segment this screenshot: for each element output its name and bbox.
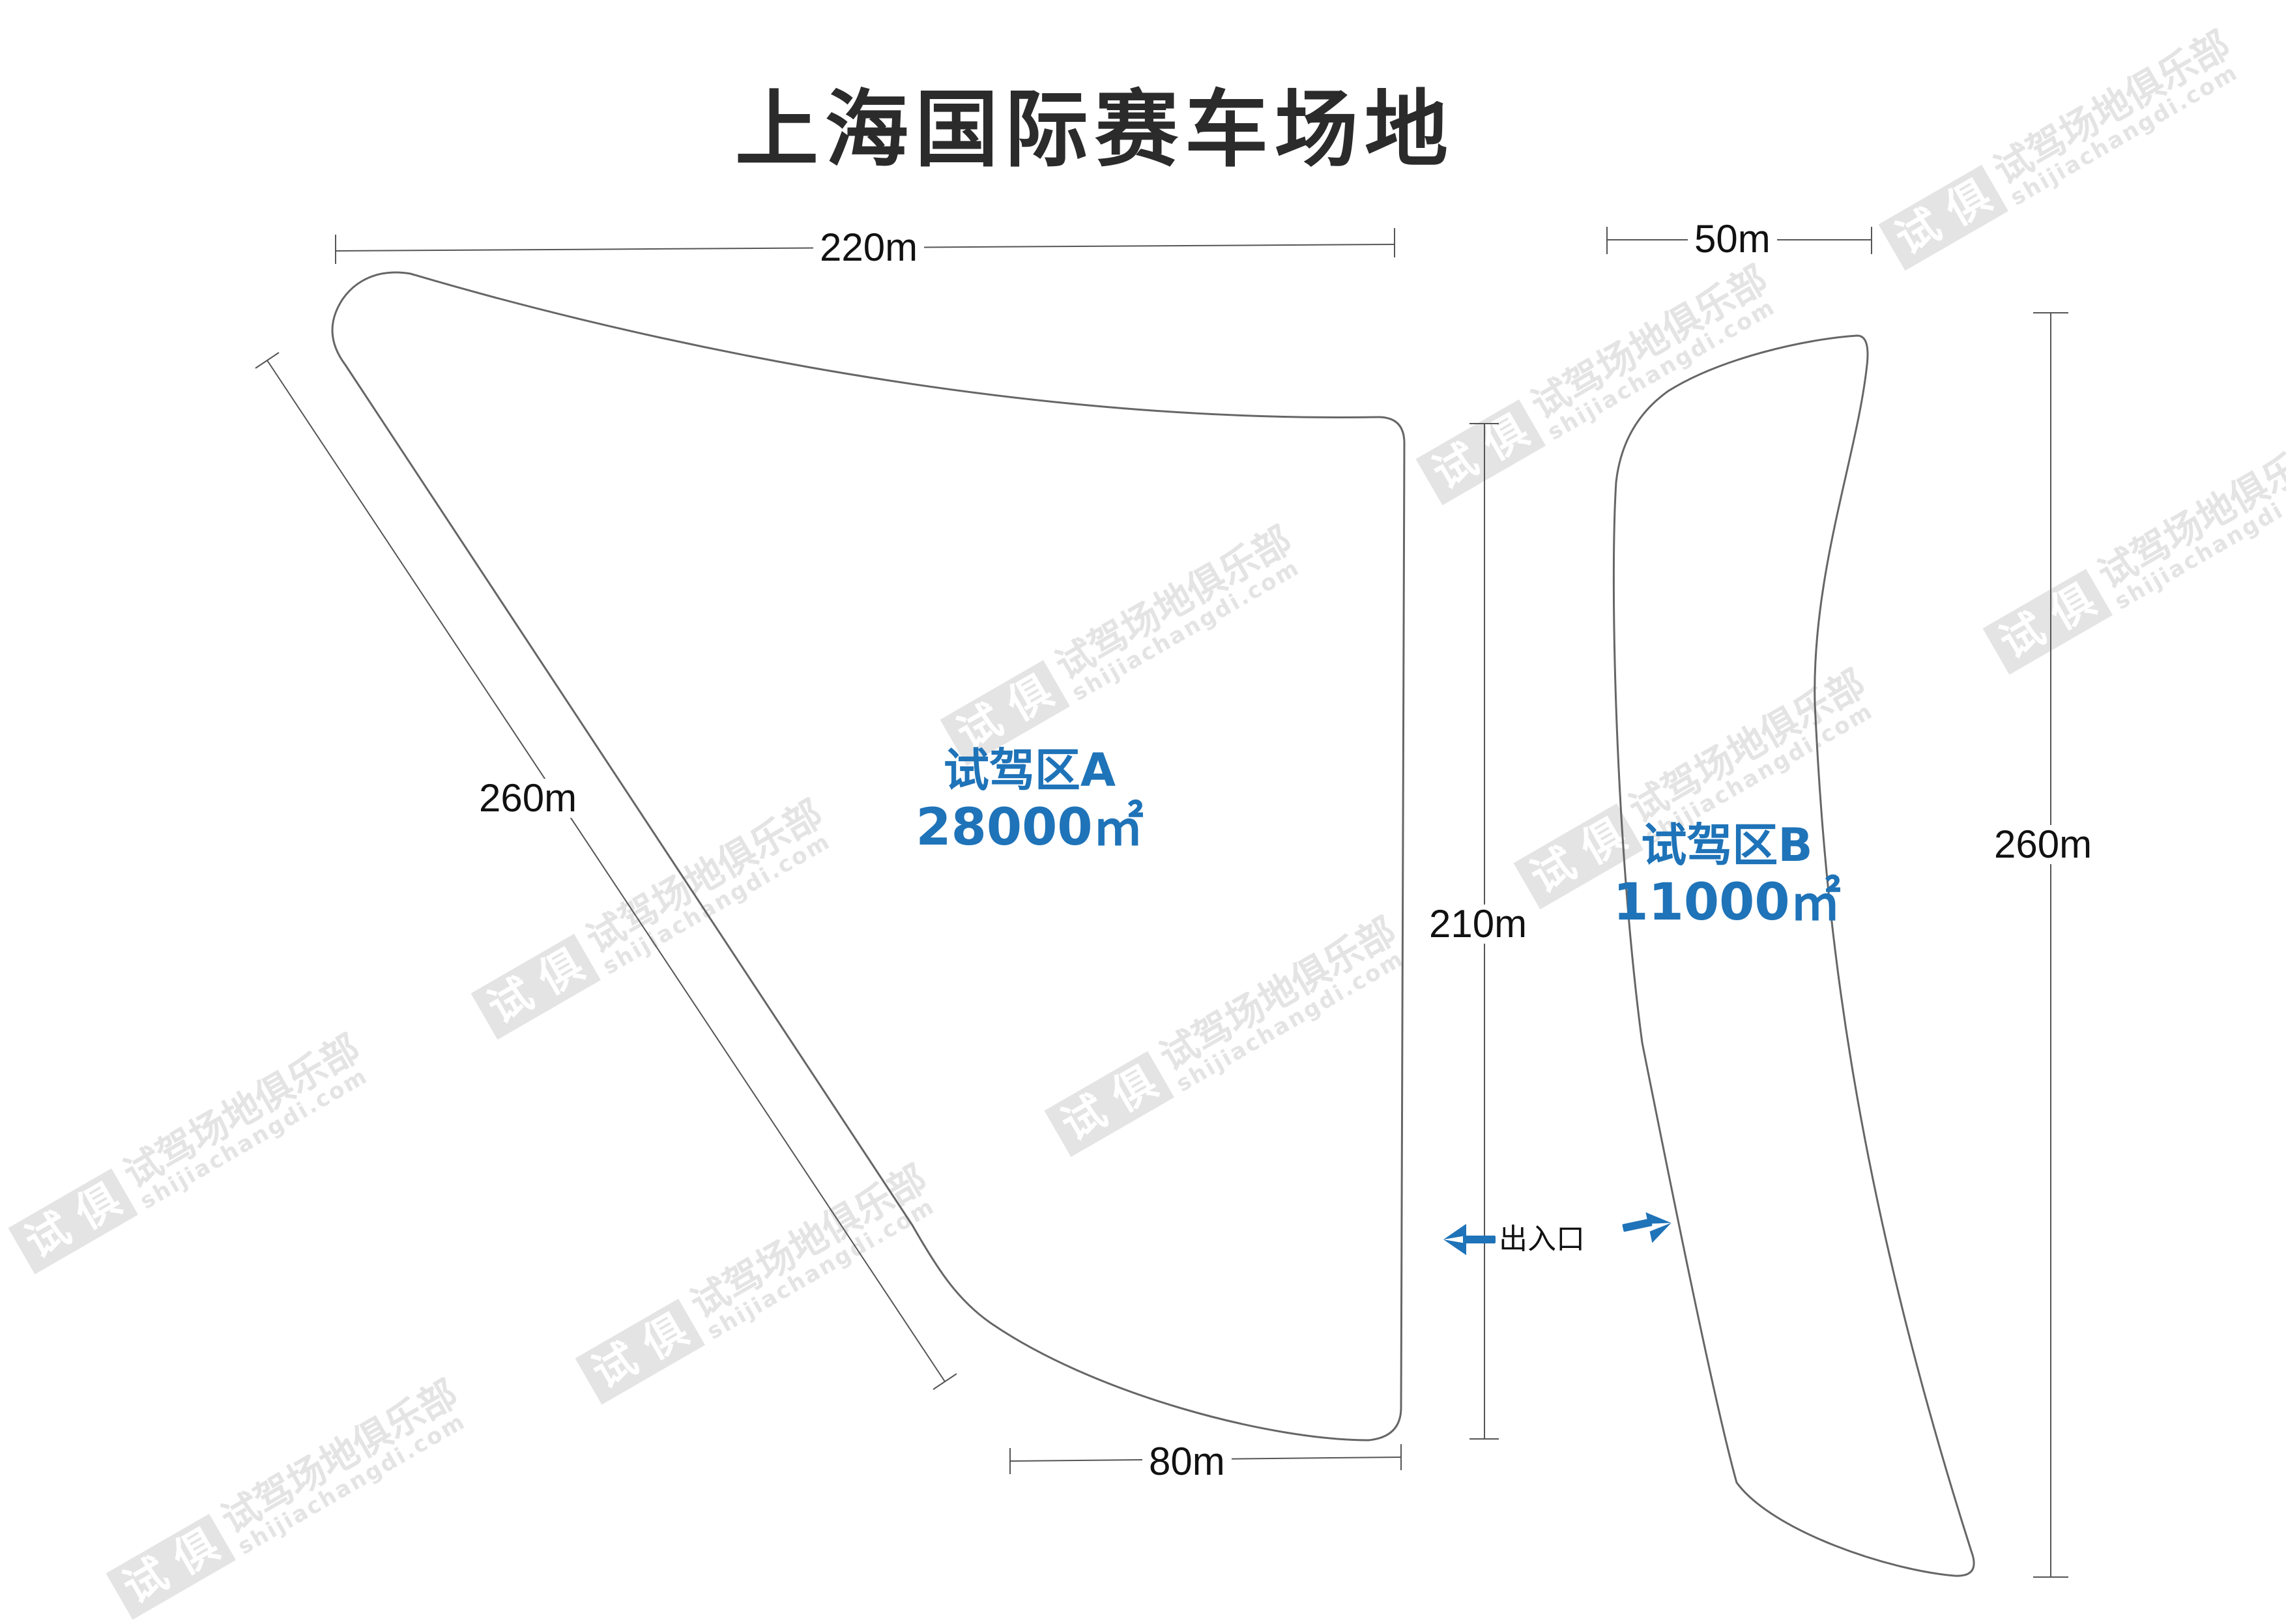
dim-label-b-height: 260m	[1988, 825, 2099, 864]
dim-label-a-left: 260m	[472, 779, 584, 818]
dim-label-b-top: 50m	[1688, 220, 1777, 259]
zone-b-area: 11000㎡	[1613, 873, 1841, 932]
arrow-right-icon	[1622, 1212, 1671, 1243]
dim-label-a-bottom: 80m	[1142, 1442, 1232, 1481]
zone-a-name: 试驾区A	[943, 744, 1116, 797]
dim-line-a-left	[255, 352, 957, 1390]
dim-label-a-top: 220m	[813, 228, 925, 267]
entrance-label: 出入口	[1499, 1223, 1585, 1256]
zone-a-label: 试驾区A 28000㎡	[899, 743, 1160, 859]
page-title: 上海国际赛车场地	[734, 81, 1454, 179]
arrow-left-icon	[1443, 1224, 1496, 1255]
dim-label-a-right: 210m	[1423, 905, 1534, 944]
zone-b-outline	[1612, 334, 1975, 1577]
dim-line-b-height	[2033, 312, 2068, 1578]
zone-b-name: 试驾区B	[1641, 819, 1813, 872]
zone-b-label: 试驾区B 11000㎡	[1597, 818, 1857, 934]
zone-a-outline	[331, 271, 1406, 1442]
zone-a-area: 28000㎡	[916, 798, 1144, 857]
